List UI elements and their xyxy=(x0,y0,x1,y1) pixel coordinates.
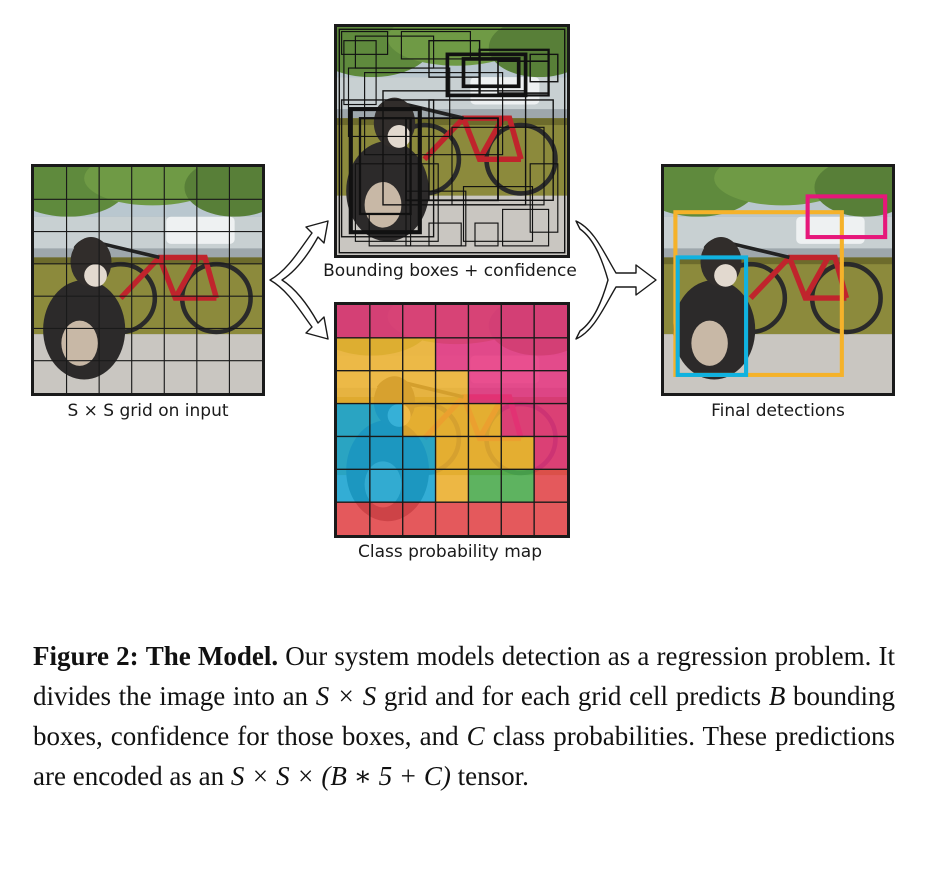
class-map-grid xyxy=(337,305,567,535)
class-cell-yellow xyxy=(468,436,502,470)
final-detections-panel xyxy=(661,164,895,396)
class-cell-magenta xyxy=(501,370,535,404)
class-cell-yellow xyxy=(435,403,469,437)
class-cell-magenta xyxy=(534,436,567,470)
caption-math-grid: S × S xyxy=(315,681,377,711)
class-cell-yellow xyxy=(468,403,502,437)
class-cell-yellow xyxy=(369,370,403,404)
class-probability-panel xyxy=(334,302,570,538)
bounding-boxes-label: Bounding boxes + confidence xyxy=(323,261,577,281)
class-cell-magenta xyxy=(369,305,403,338)
input-photo xyxy=(34,167,262,393)
grid-overlay xyxy=(34,167,262,393)
figure-number: Figure 2: xyxy=(33,641,139,671)
class-cell-red xyxy=(337,502,370,535)
class-cell-yellow xyxy=(435,469,469,503)
class-cell-cyan xyxy=(337,469,370,503)
class-cell-cyan xyxy=(369,469,403,503)
class-cell-magenta xyxy=(501,305,535,338)
class-cell-cyan xyxy=(337,403,370,437)
bounding-box-overlay xyxy=(338,28,566,254)
class-cell-magenta xyxy=(402,305,436,338)
class-cell-magenta xyxy=(501,403,535,437)
class-cell-red xyxy=(534,469,567,503)
class-cell-cyan xyxy=(369,403,403,437)
caption-text-5: tensor. xyxy=(450,761,529,791)
merge-arrow-icon xyxy=(575,220,657,340)
class-cell-magenta xyxy=(337,305,370,338)
class-cell-yellow xyxy=(369,337,403,371)
class-cell-yellow xyxy=(337,370,370,404)
bicycle-detection-box xyxy=(673,210,844,377)
class-cell-cyan xyxy=(402,469,436,503)
class-cell-yellow xyxy=(402,403,436,437)
class-cell-red xyxy=(369,502,403,535)
class-map-photo xyxy=(337,305,567,535)
class-map-label: Class probability map xyxy=(357,542,542,562)
final-detections-label: Final detections xyxy=(711,401,845,421)
caption-text-3: bounding boxes, confidence for those box… xyxy=(33,681,895,751)
caption-math-tensor: S × S × (B ∗ 5 + C) xyxy=(230,761,451,791)
class-cell-red xyxy=(501,502,535,535)
class-cell-magenta xyxy=(501,337,535,371)
bounding-boxes-panel xyxy=(334,24,570,258)
class-map-cells xyxy=(337,305,567,535)
class-cell-cyan xyxy=(402,436,436,470)
class-cell-yellow xyxy=(337,337,370,371)
bounding-boxes-photo xyxy=(337,27,567,255)
class-cell-yellow xyxy=(402,370,436,404)
grid-input-label: S × S grid on input xyxy=(67,401,229,421)
caption-text-1: Our system models detection as a regress… xyxy=(33,641,896,711)
class-cell-green xyxy=(501,469,535,503)
class-cell-cyan xyxy=(337,436,370,470)
split-arrow-icon xyxy=(269,220,329,340)
class-cell-yellow xyxy=(435,370,469,404)
caption-text-4: class probabilities. These predictions a… xyxy=(33,721,895,791)
class-cell-yellow xyxy=(402,337,436,371)
figure-title: The Model. xyxy=(145,641,279,671)
class-cell-magenta xyxy=(468,305,502,338)
input-grid-panel xyxy=(31,164,265,396)
class-cell-red xyxy=(534,502,567,535)
class-cell-red xyxy=(468,502,502,535)
class-cell-magenta xyxy=(534,370,567,404)
class-cell-yellow xyxy=(501,436,535,470)
class-cell-red xyxy=(402,502,436,535)
class-cell-green xyxy=(468,469,502,503)
dog-detection-box xyxy=(675,255,749,377)
class-cell-magenta xyxy=(468,337,502,371)
final-detections-photo xyxy=(664,167,892,393)
class-cell-magenta xyxy=(534,337,567,371)
figure-caption: Figure 2: The Model. Our system models d… xyxy=(33,636,895,796)
class-cell-magenta xyxy=(534,305,567,338)
class-cell-magenta xyxy=(435,305,469,338)
class-cell-red xyxy=(435,502,469,535)
caption-text-2: grid and for each grid cell predicts xyxy=(376,681,769,711)
class-cell-magenta xyxy=(534,403,567,437)
caption-math-b: B xyxy=(768,681,786,711)
class-cell-yellow xyxy=(435,436,469,470)
class-cell-magenta xyxy=(468,370,502,404)
class-cell-cyan xyxy=(369,436,403,470)
class-cell-magenta xyxy=(435,337,469,371)
car-detection-box xyxy=(805,194,888,240)
caption-math-c: C xyxy=(466,721,485,751)
